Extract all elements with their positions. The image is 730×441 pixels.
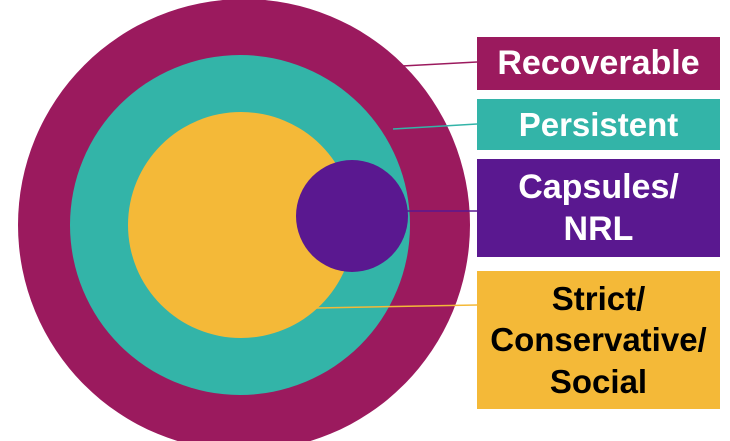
capsules-circle xyxy=(296,160,408,272)
capsules-label: Capsules/ NRL xyxy=(518,167,679,249)
strict-circle xyxy=(128,112,354,338)
recoverable-connector xyxy=(401,61,478,67)
persistent-connector xyxy=(392,123,478,130)
recoverable-label-box: Recoverable xyxy=(477,37,720,90)
strict-connector xyxy=(315,304,478,309)
recoverable-label: Recoverable xyxy=(497,44,700,82)
persistent-label-box: Persistent xyxy=(477,99,720,150)
capsules-label-box: Capsules/ NRL xyxy=(477,159,720,257)
persistent-label: Persistent xyxy=(518,105,679,143)
strict-label-box: Strict/ Conservative/ Social xyxy=(477,271,720,409)
strict-label: Strict/ Conservative/ Social xyxy=(490,280,707,400)
